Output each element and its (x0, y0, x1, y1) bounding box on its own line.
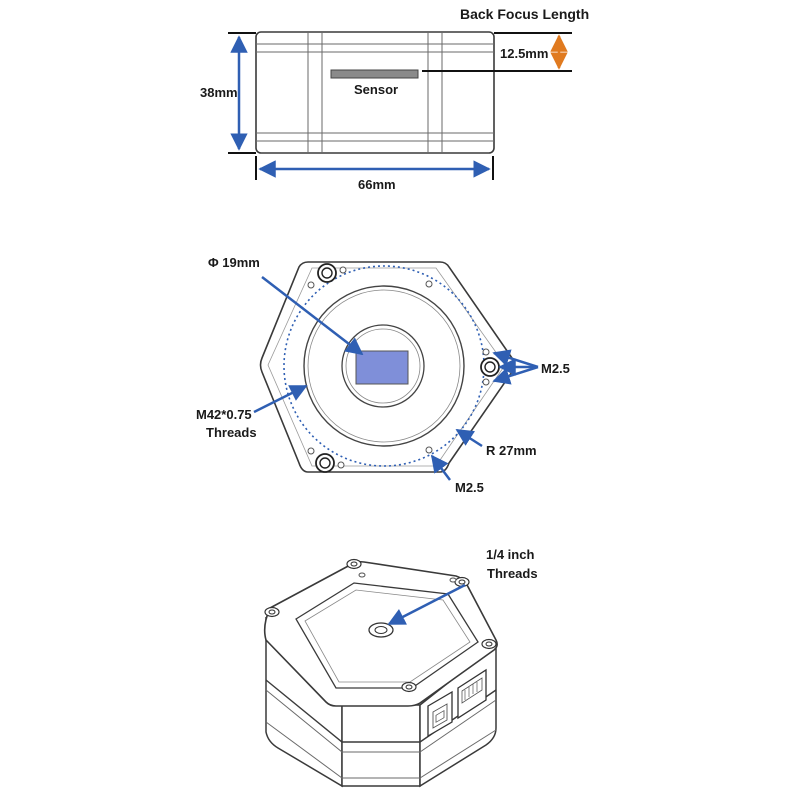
iso-screw-4 (481, 638, 497, 650)
iso-view: 1/4 inch Threads (263, 547, 538, 788)
iso-body-front-face (341, 704, 421, 787)
iso-small-hole-1 (358, 572, 366, 578)
front-view: Φ 19mm M2.5 M42*0.75 Threads R 27mm M2.5 (196, 255, 570, 495)
iso-screw-5 (401, 681, 417, 693)
radius-leader (455, 428, 483, 448)
mount-hole-label: M2.5 (541, 361, 570, 376)
hole-3 (425, 280, 433, 288)
bottom-hole-label: M2.5 (455, 480, 484, 495)
tripod-leader (387, 583, 466, 626)
tripod-hole-inner (374, 626, 388, 634)
iso-band-2 (265, 689, 497, 753)
m25-leader-bot (492, 365, 539, 385)
m25-leader-top (492, 349, 539, 369)
height-label: 38mm (200, 85, 238, 100)
hole-8 (337, 461, 345, 469)
back-focus-value: 12.5mm (500, 46, 548, 61)
iso-small-hole-2 (449, 577, 457, 583)
hole-2 (307, 281, 315, 289)
sensor-window (355, 350, 409, 385)
hole-6 (425, 446, 433, 454)
screw-bottom-left (315, 453, 335, 473)
sensor-label: Sensor (354, 82, 398, 97)
ethernet-port (457, 668, 487, 720)
thread-ring-inner (307, 289, 461, 443)
tripod-label-line1: 1/4 inch (486, 547, 534, 562)
side-body-outline (255, 31, 495, 154)
width-label: 66mm (358, 177, 396, 192)
iso-top-inner-2 (304, 589, 471, 683)
thread-label-line2: Threads (206, 425, 257, 440)
thread-label-line1: M42*0.75 (196, 407, 252, 422)
hole-1 (339, 266, 347, 274)
sensor-bar (330, 69, 419, 79)
side-view: Sensor 12.5mm Back Focus Length 38mm 66m… (200, 6, 589, 192)
thread-ring-outer (303, 285, 465, 447)
aperture-label: Φ 19mm (208, 255, 260, 270)
aperture-leader (261, 276, 364, 356)
screw-top-left (317, 263, 337, 283)
iso-screw-1 (346, 558, 362, 570)
aperture-inner (345, 328, 421, 404)
screw-right (480, 357, 500, 377)
bottom-hole-leader (430, 454, 451, 481)
iso-band-3 (265, 721, 497, 779)
radius-label: R 27mm (486, 443, 537, 458)
back-focus-title: Back Focus Length (460, 6, 589, 22)
tripod-label-line2: Threads (487, 566, 538, 581)
iso-screw-3 (264, 606, 280, 618)
hole-4 (482, 348, 490, 356)
hole-5 (482, 378, 490, 386)
hole-7 (307, 447, 315, 455)
usb-port (427, 690, 453, 738)
thread-leader (253, 384, 308, 414)
